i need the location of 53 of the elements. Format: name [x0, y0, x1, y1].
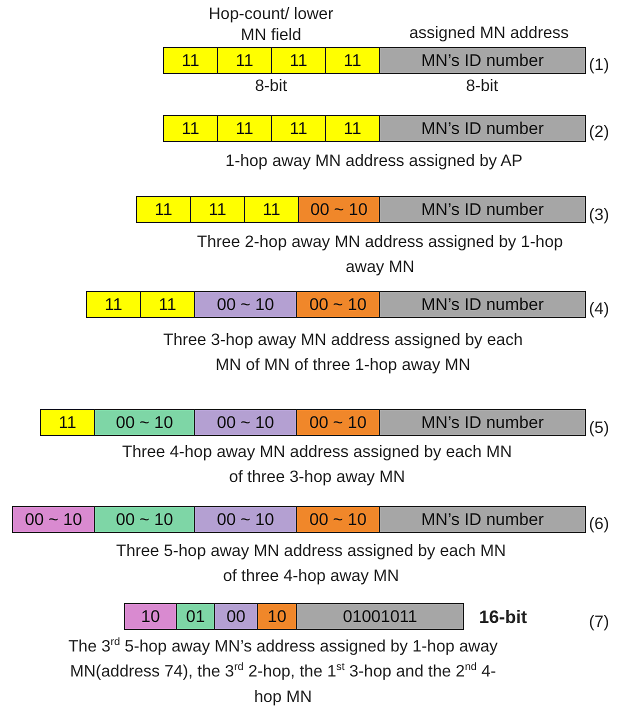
bit-field-cell: 00 ~ 10	[94, 409, 195, 436]
row-number: (3)	[588, 205, 610, 226]
bit-field-cell: MN’s ID number	[379, 196, 586, 223]
bit-field-cell: 11	[163, 47, 218, 74]
bit-field-cell: 00	[214, 603, 258, 630]
bit-field-cell: 00 ~ 10	[296, 291, 380, 318]
bit-field-cell: 00 ~ 10	[298, 196, 380, 223]
bit-field-cell: 01	[176, 603, 215, 630]
bit-field-cell: 00 ~ 10	[194, 506, 297, 533]
row-number: (4)	[588, 299, 610, 320]
bit-field-cell: 11	[40, 409, 95, 436]
bit-field-cell: 11	[271, 115, 326, 142]
bit-width: 8-bit	[254, 76, 288, 97]
bit-field-cell: 11	[86, 291, 141, 318]
row-caption: The 3$^{rd}$ 5-hop away MN’s address assigned by 1-hop away MN(address 74), the 3$^{rd}$ 2-hop, the 1$^{st}$ 3-hop and the 2$^{nd}$ 4-hop MN	[68, 635, 498, 707]
bit-width: 16-bit	[478, 606, 528, 629]
row-caption: Three 4-hop away MN address assigned by each MN of three 3-hop away MN	[121, 442, 513, 488]
row-caption: Three 3-hop away MN address assigned by each MN of MN of three 1-hop away MN	[162, 330, 524, 376]
bit-field-cell: MN’s ID number	[379, 47, 586, 74]
row-number: (2)	[588, 122, 610, 143]
bit-field-cell: 11	[163, 115, 218, 142]
bit-field-cell: 11	[244, 196, 299, 223]
row-number: (6)	[588, 514, 610, 535]
row-caption: 1-hop away MN address assigned by AP	[224, 151, 524, 172]
row-caption: Three 5-hop away MN address assigned by each MN of three 4-hop away MN	[115, 541, 507, 587]
bit-width: 8-bit	[464, 76, 500, 97]
row-caption: Three 2-hop away MN address assigned by 1-hop away MN	[196, 232, 564, 278]
field-heading: Hop-count/ lower MN field	[208, 4, 334, 46]
bit-field-cell: 00 ~ 10	[12, 506, 95, 533]
bit-field-cell: 11	[140, 291, 195, 318]
bit-field-cell: MN’s ID number	[379, 115, 586, 142]
bit-field-cell: 11	[217, 115, 272, 142]
bit-field-cell: 00 ~ 10	[194, 291, 297, 318]
row-number: (1)	[588, 55, 610, 76]
bit-field-cell: 11	[190, 196, 245, 223]
bit-field-cell: 10	[257, 603, 297, 630]
bit-field-cell: 01001011	[296, 603, 464, 630]
bit-field-cell: 00 ~ 10	[194, 409, 297, 436]
bit-field-cell: 11	[325, 115, 380, 142]
field-heading: assigned MN address	[408, 23, 570, 44]
row-number: (5)	[588, 418, 610, 439]
bit-field-cell: 11	[271, 47, 326, 74]
bit-field-cell: 00 ~ 10	[296, 409, 380, 436]
bit-field-cell: 11	[136, 196, 191, 223]
bit-field-cell: MN’s ID number	[379, 506, 586, 533]
bit-field-cell: MN’s ID number	[379, 409, 586, 436]
bit-field-cell: 10	[124, 603, 177, 630]
bit-field-cell: 00 ~ 10	[296, 506, 380, 533]
bit-field-cell: 11	[325, 47, 380, 74]
bit-field-cell: 11	[217, 47, 272, 74]
bit-field-cell: MN’s ID number	[379, 291, 586, 318]
bit-field-cell: 00 ~ 10	[94, 506, 195, 533]
row-number: (7)	[588, 612, 610, 633]
